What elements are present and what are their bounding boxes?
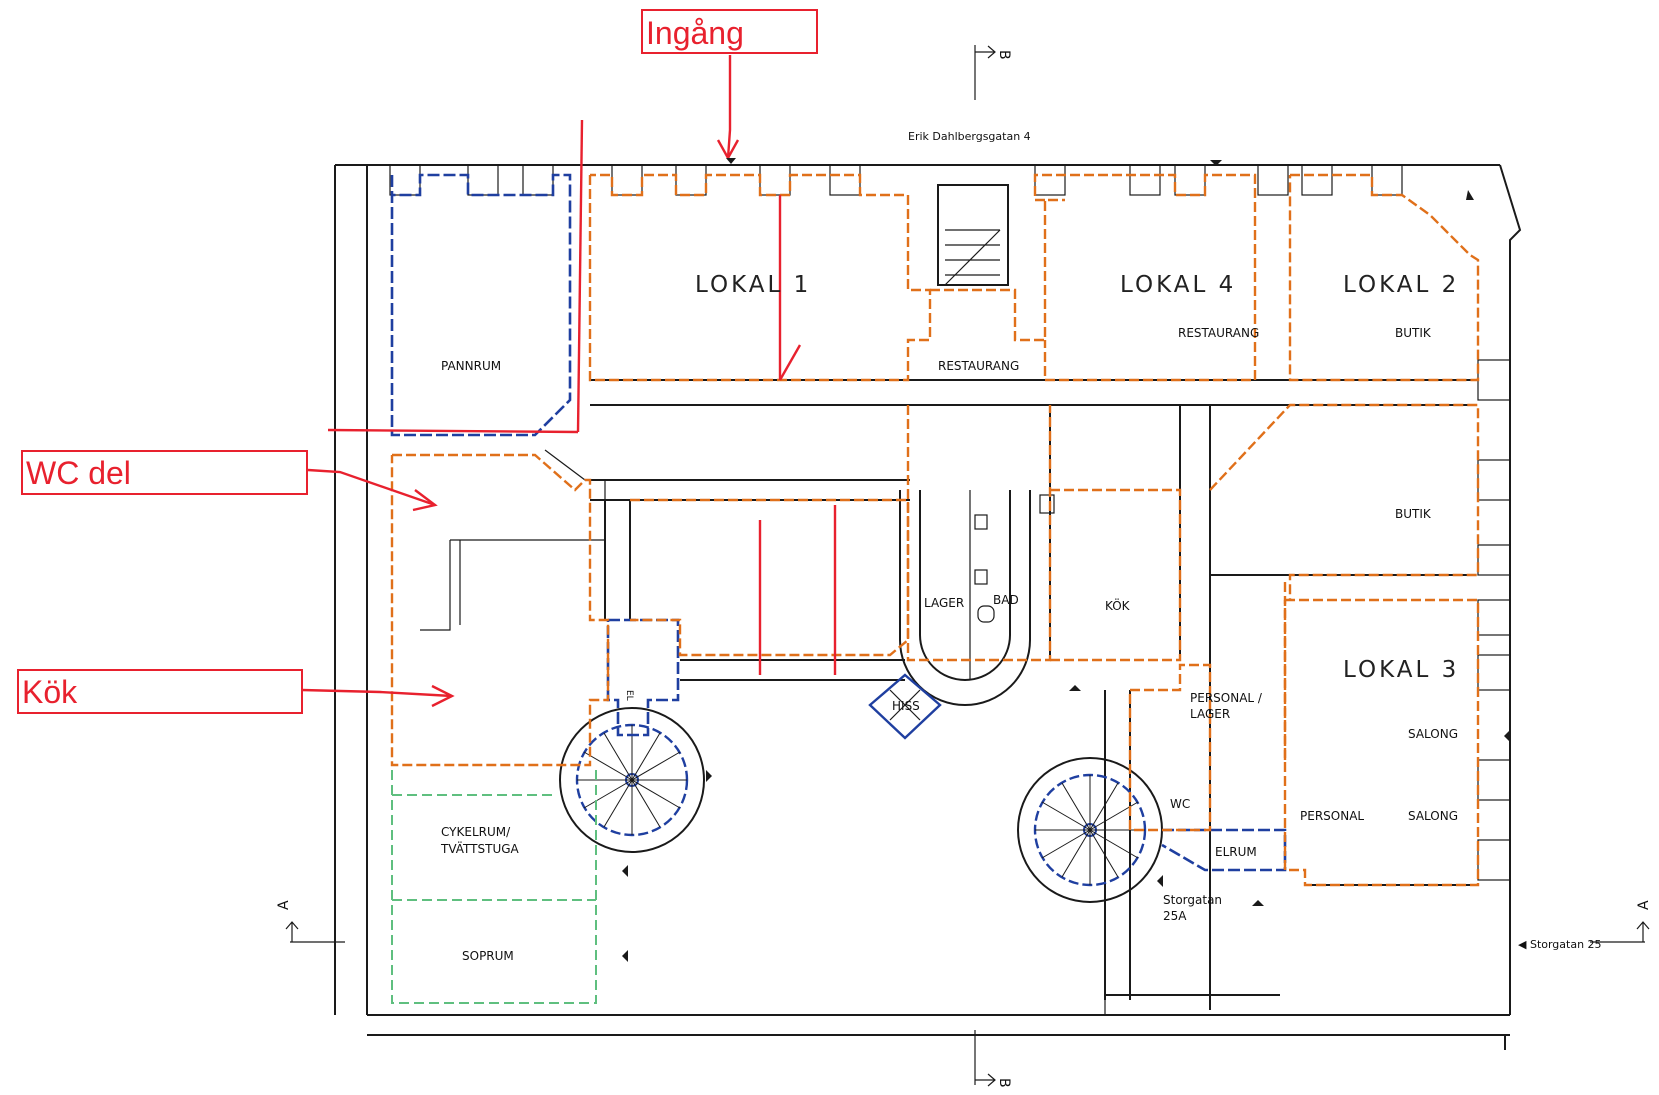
room-label-kok: KÖK: [1105, 597, 1131, 613]
stair-entry-label-line1: Storgatan: [1163, 893, 1222, 907]
room-label-elrum: ELRUM: [1215, 845, 1257, 859]
spiral-stair-west: [559, 707, 705, 853]
room-label-butik-top: BUTIK: [1395, 326, 1432, 340]
facade-windows: [389, 164, 1403, 196]
room-label-cykelrum-1: CYKELRUM/: [441, 825, 511, 839]
section-label-b-bottom: B: [996, 1078, 1012, 1088]
section-mark-b-bottom: [974, 1030, 996, 1087]
unit-label-lokal-1: LOKAL 1: [695, 272, 811, 298]
unit-label-lokal-2: LOKAL 2: [1343, 272, 1459, 298]
callout-entrance: Ingång: [641, 9, 818, 54]
room-label-soprum: SOPRUM: [462, 949, 514, 963]
callout-wc: WC del: [21, 450, 308, 495]
stair-entry-label-line2: 25A: [1163, 909, 1187, 923]
section-mark-b-top: [974, 45, 996, 100]
room-label-pannrum: PANNRUM: [441, 359, 501, 373]
shared-boundaries: [391, 770, 597, 1004]
room-label-hiss: HISS: [892, 699, 920, 713]
callout-kitchen-label: Kök: [22, 674, 78, 710]
street-label-east: ◀ Storgatan 25: [1518, 938, 1602, 951]
unit-boundaries: [390, 173, 1480, 887]
room-label-personal: PERSONAL: [1300, 809, 1364, 823]
room-label-cykelrum-2: TVÄTTSTUGA: [440, 841, 520, 856]
room-label-salong-top: SALONG: [1408, 727, 1458, 741]
room-label-salong-bottom: SALONG: [1408, 809, 1458, 823]
section-mark-a-right: [1590, 921, 1650, 943]
street-label-north: Erik Dahlbergsgatan 4: [908, 130, 1031, 143]
section-mark-a-left: [285, 921, 345, 943]
room-label-restaurang-small: RESTAURANG: [938, 359, 1019, 373]
room-label-butik-mid: BUTIK: [1395, 507, 1432, 521]
east-windows: [1477, 359, 1511, 881]
unit-label-lokal-4: LOKAL 4: [1120, 272, 1236, 298]
section-label-a-left: A: [276, 900, 292, 910]
annotation-arrows: [301, 55, 837, 708]
unit-label-lokal-3: LOKAL 3: [1343, 657, 1459, 683]
callout-entrance-label: Ingång: [646, 15, 744, 51]
lager-core: [899, 490, 1055, 706]
door-markers: [622, 158, 1510, 962]
room-label-personal-lager-2: LAGER: [1190, 707, 1230, 721]
room-label-lager: LAGER: [924, 596, 964, 610]
callout-kitchen: Kök: [17, 669, 303, 714]
elevator: [868, 673, 942, 740]
room-label-personal-lager-1: PERSONAL /: [1190, 691, 1263, 705]
room-label-restaurang-main: RESTAURANG: [1178, 326, 1259, 340]
section-label-a-right: A: [1636, 900, 1652, 910]
room-label-bad: BAD: [993, 593, 1019, 607]
section-label-b-top: B: [996, 50, 1012, 60]
room-label-el: EL: [624, 690, 634, 701]
room-label-wc: WC: [1170, 797, 1190, 811]
callout-wc-label: WC del: [26, 455, 131, 491]
